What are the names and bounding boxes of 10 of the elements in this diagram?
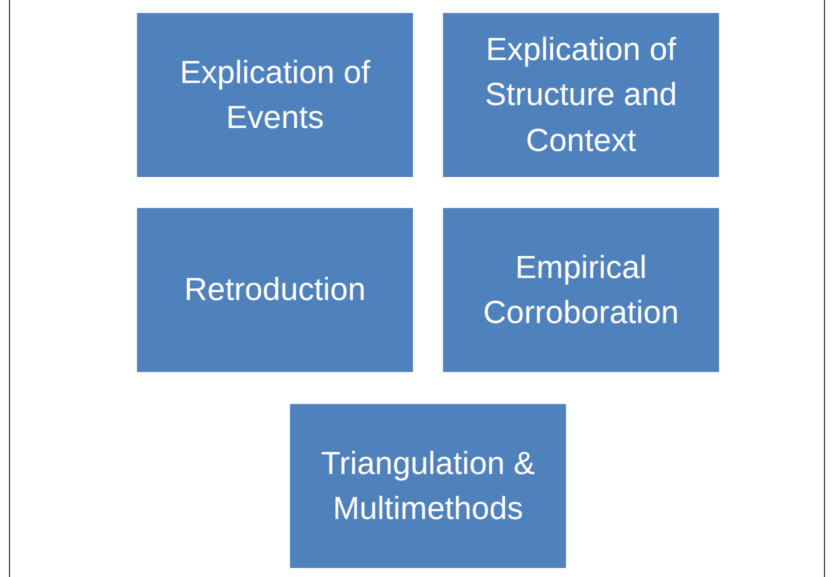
process-box bbox=[137, 208, 413, 372]
box-label: Explication of Events bbox=[178, 52, 372, 137]
process-box bbox=[290, 404, 566, 568]
box-label: Triangulation & Multimethods bbox=[320, 444, 536, 528]
box-label: Retroduction bbox=[184, 270, 366, 310]
process-box bbox=[137, 13, 413, 177]
box-label: Empirical Corroboration bbox=[482, 248, 680, 332]
box-label: Explication of Structure and Context bbox=[484, 30, 678, 160]
process-box bbox=[443, 13, 719, 177]
process-box bbox=[443, 208, 719, 372]
